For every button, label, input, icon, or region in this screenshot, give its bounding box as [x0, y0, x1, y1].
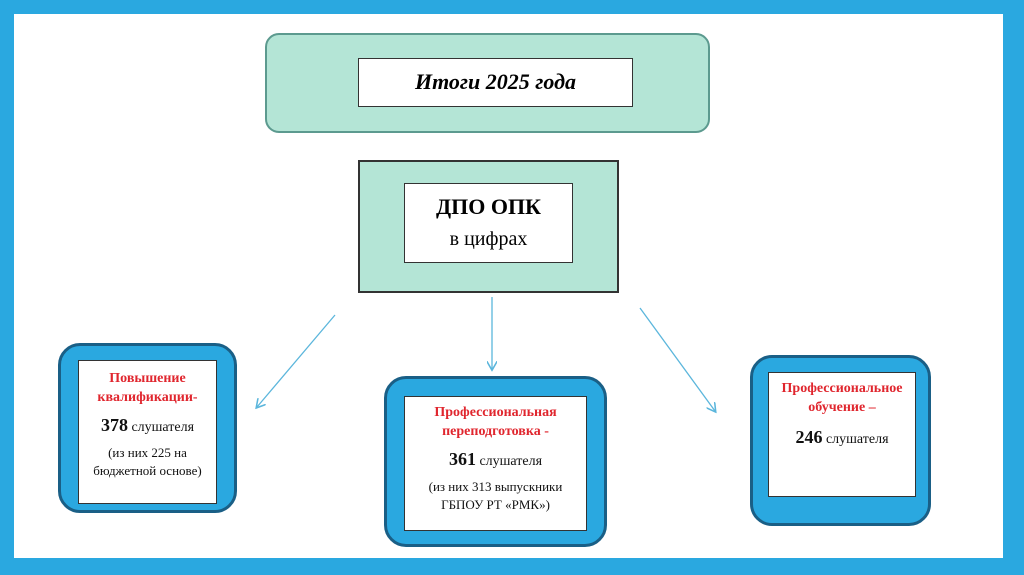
- card-unit: слушателя: [479, 454, 543, 469]
- center-label: ДПО ОПК в цифрах: [404, 183, 573, 263]
- card-unit: слушателя: [131, 420, 195, 435]
- card-retraining-content: Профессиональная переподготовка - 361 сл…: [404, 396, 587, 531]
- card-count: 246: [795, 427, 823, 447]
- card-qualification-content: Повышение квалификации- 378 слушателя (и…: [78, 360, 217, 504]
- card-heading: Профессиональная переподготовка -: [434, 405, 557, 439]
- card-heading: Профессиональное обучение –: [781, 381, 903, 415]
- card-heading: Повышение квалификации-: [97, 371, 198, 405]
- card-count: 361: [448, 449, 476, 469]
- center-line2: в цифрах: [449, 228, 528, 250]
- arrow-left: [257, 314, 336, 407]
- card-count: 378: [100, 415, 128, 435]
- card-training-content: Профессиональное обучение – 246 слушател…: [768, 372, 916, 497]
- card-note: (из них 313 выпускники ГБПОУ РТ «РМК»): [428, 479, 563, 512]
- center-line1: ДПО ОПК: [435, 194, 542, 219]
- arrow-right: [639, 307, 715, 411]
- card-unit: слушателя: [825, 432, 889, 447]
- card-note: (из них 225 на бюджетной основе): [93, 445, 202, 478]
- page-title: Итоги 2025 года: [358, 58, 633, 107]
